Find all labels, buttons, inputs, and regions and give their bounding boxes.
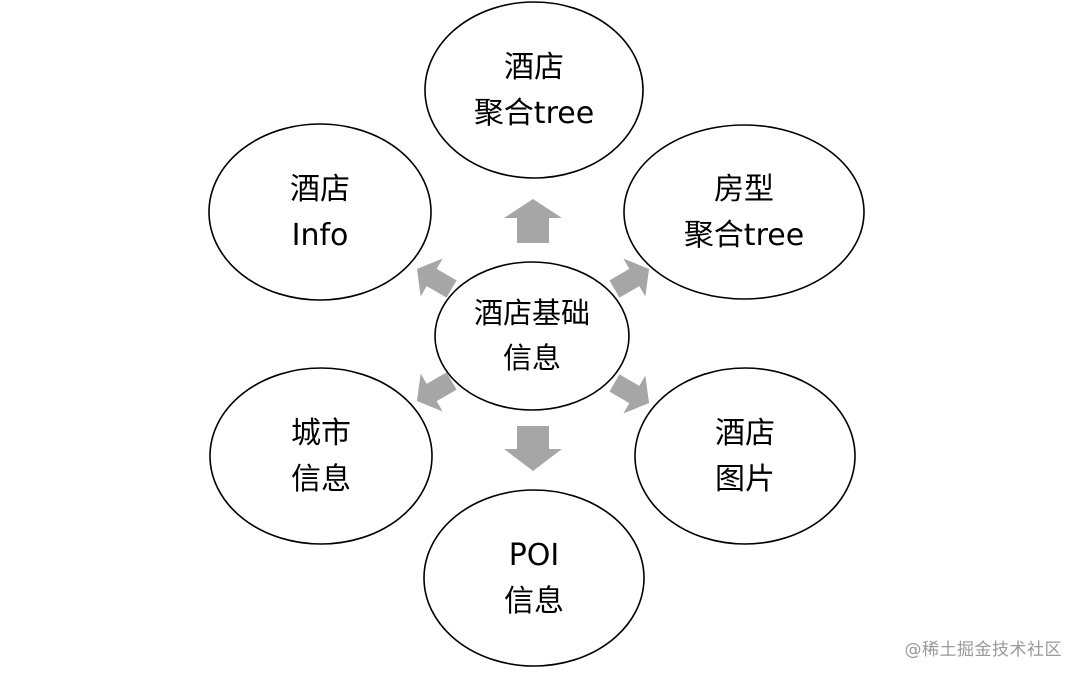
node-label-line1: 酒店 [290, 172, 350, 207]
arrow-lower-right-icon [609, 374, 650, 414]
node-label-line1: 房型 [714, 172, 774, 207]
arrow-up-icon [504, 199, 562, 243]
arrow-upper-right-icon [609, 258, 650, 298]
node-label-line1: 酒店 [504, 50, 564, 85]
watermark: @稀土掘金技术社区 [904, 640, 1062, 660]
center-label-line1: 酒店基础 [474, 296, 590, 330]
arrow-lower-left-icon [416, 372, 457, 412]
node-hotel-info: 酒店 Info [208, 123, 432, 301]
node-label-line2: 图片 [715, 462, 775, 497]
node-room-type-aggregation-tree: 房型 聚合tree [623, 124, 865, 300]
node-label-line2: 信息 [291, 462, 351, 497]
node-label-line2: 信息 [504, 584, 564, 619]
node-label-line2: Info [292, 218, 349, 253]
node-hotel-aggregation-tree: 酒店 聚合tree [424, 1, 644, 179]
node-label-line1: 城市 [291, 416, 351, 451]
node-label-line2: 聚合tree [474, 96, 594, 131]
arrow-down-icon [504, 426, 562, 471]
node-label-line1: 酒店 [715, 416, 775, 451]
node-poi-info: POI 信息 [423, 489, 645, 667]
arrow-upper-left-icon [416, 258, 457, 298]
node-hotel-images: 酒店 图片 [634, 367, 856, 545]
node-label-line1: POI [509, 538, 560, 573]
node-hotel-basic-info: 酒店基础 信息 [434, 261, 630, 411]
node-label-line2: 聚合tree [684, 218, 804, 253]
node-city-info: 城市 信息 [209, 367, 433, 545]
center-label-line2: 信息 [503, 341, 561, 375]
